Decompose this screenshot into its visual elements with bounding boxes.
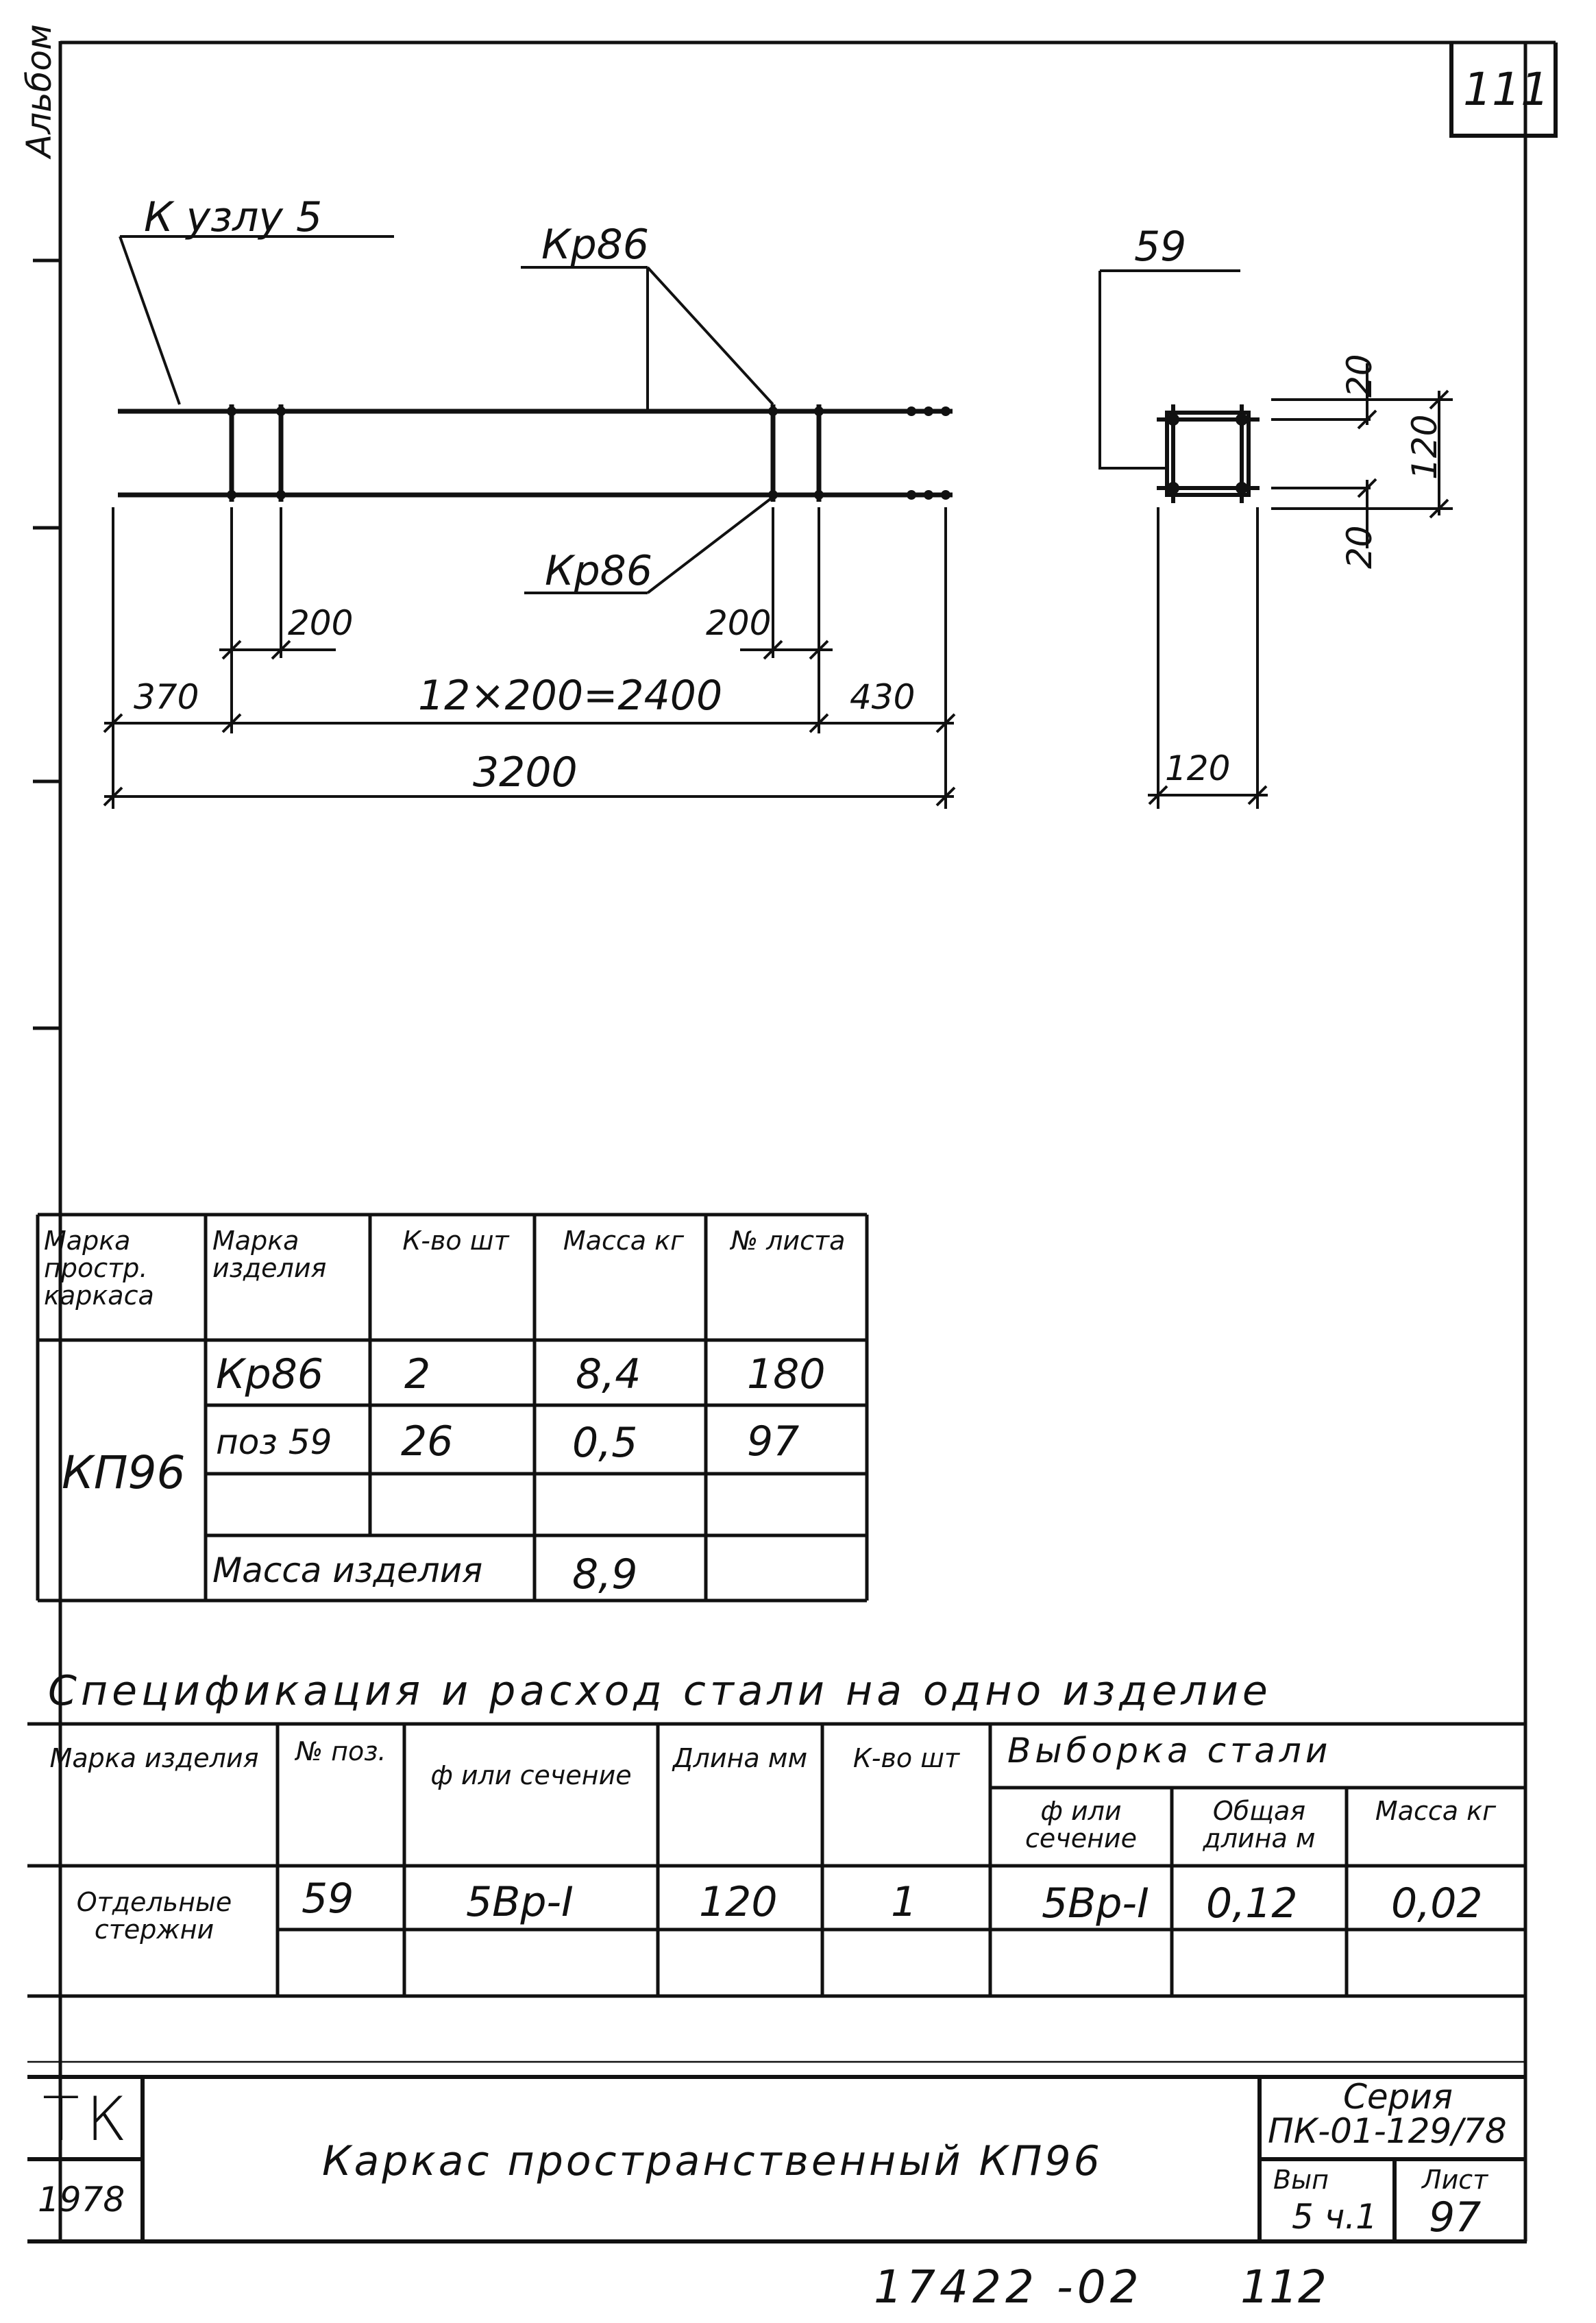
t1-frame-mark: КП96 <box>62 1446 186 1499</box>
t2-header-section: ф или сечение <box>430 1760 632 1790</box>
t1-header-qty: К-во шт <box>402 1226 509 1256</box>
t2-row-sel-section: 5Вр-I <box>1042 1880 1149 1927</box>
sheet-corner-number: 111 <box>1463 63 1549 116</box>
t1-header-mass: Масса кг <box>563 1226 685 1256</box>
t1-row1-sheet: 180 <box>747 1350 826 1398</box>
stamp-title: Каркас пространственный КП96 <box>322 2137 1103 2185</box>
t2-row-length: 120 <box>699 1878 778 1926</box>
t2-header-pos: № поз. <box>295 1736 386 1766</box>
dim-2400: 12×200=2400 <box>418 672 723 720</box>
t2-title: Спецификация и расход стали на одно изде… <box>48 1667 1272 1715</box>
t1-total-mass: 8,9 <box>572 1550 638 1598</box>
pos-59-label: 59 <box>1134 223 1187 271</box>
t2-row-pos: 59 <box>302 1875 354 1923</box>
kr86-top-label: Кр86 <box>541 221 650 269</box>
t2-row-section: 5Вр-I <box>466 1878 574 1926</box>
node-note: К узлу 5 <box>144 193 323 241</box>
t1-row2-qty: 26 <box>401 1418 454 1465</box>
archive-number-right: 112 <box>1240 2261 1327 2313</box>
t1-header-frame-mark: Марка простр. каркаса <box>44 1226 154 1311</box>
t1-row1-item: Кр86 <box>216 1350 324 1398</box>
t2-header-qty: К-во шт <box>852 1743 960 1773</box>
t2-row-qty: 1 <box>891 1878 918 1926</box>
dim-20-bottom: 20 <box>1340 525 1379 569</box>
stamp-issue-label: Вып <box>1273 2165 1329 2195</box>
t1-row1-qty: 2 <box>404 1350 431 1398</box>
stamp-org: ТК <box>42 2084 134 2154</box>
t1-header-sheet: № листа <box>731 1226 846 1256</box>
t2-row-sel-length: 0,12 <box>1206 1880 1298 1927</box>
dim-3200: 3200 <box>473 749 578 796</box>
t2-header-sel-length: Общая длина м <box>1203 1796 1316 1853</box>
dim-20-top: 20 <box>1340 354 1379 398</box>
dim-430: 430 <box>850 677 916 717</box>
stamp-series-label: Серия <box>1343 2077 1453 2117</box>
t2-row-sel-mass: 0,02 <box>1391 1880 1483 1927</box>
t2-header-sel-mass: Масса кг <box>1375 1796 1497 1826</box>
corner-box <box>1449 42 1558 138</box>
t1-header-item-mark: Марка изделия <box>212 1226 327 1283</box>
t1-row2-mass: 0,5 <box>572 1419 638 1467</box>
t2-row-item: Отдельные стержни <box>76 1887 232 1945</box>
dim-200-right: 200 <box>706 603 772 643</box>
dim-370: 370 <box>134 677 199 717</box>
t1-total-label: Масса изделия <box>212 1550 483 1590</box>
t2-header-item: Марка изделия <box>49 1743 259 1773</box>
t1-row2-item: поз 59 <box>216 1422 332 1462</box>
stamp-issue-value: 5 ч.1 <box>1292 2197 1377 2237</box>
stamp-sheet-value: 97 <box>1429 2193 1482 2241</box>
album-label: Альбом <box>19 24 59 158</box>
t2-header-selection: Выборка стали <box>1007 1731 1332 1771</box>
t2-header-sel-section: ф или сечение <box>1024 1796 1138 1853</box>
t2-header-length: Длина мм <box>672 1743 808 1773</box>
t1-row2-sheet: 97 <box>747 1418 800 1465</box>
t1-row1-mass: 8,4 <box>576 1350 641 1398</box>
dim-120-side: 120 <box>1405 414 1445 480</box>
stamp-sheet-label: Лист <box>1422 2165 1488 2195</box>
dim-120-bottom: 120 <box>1165 749 1231 788</box>
stamp-series-value: ПК-01-129/78 <box>1268 2111 1507 2151</box>
kr86-bottom-label: Кр86 <box>545 547 653 595</box>
archive-number: 17422 -02 <box>874 2261 1143 2313</box>
stamp-year: 1978 <box>38 2180 125 2219</box>
dim-200-left: 200 <box>288 603 354 643</box>
